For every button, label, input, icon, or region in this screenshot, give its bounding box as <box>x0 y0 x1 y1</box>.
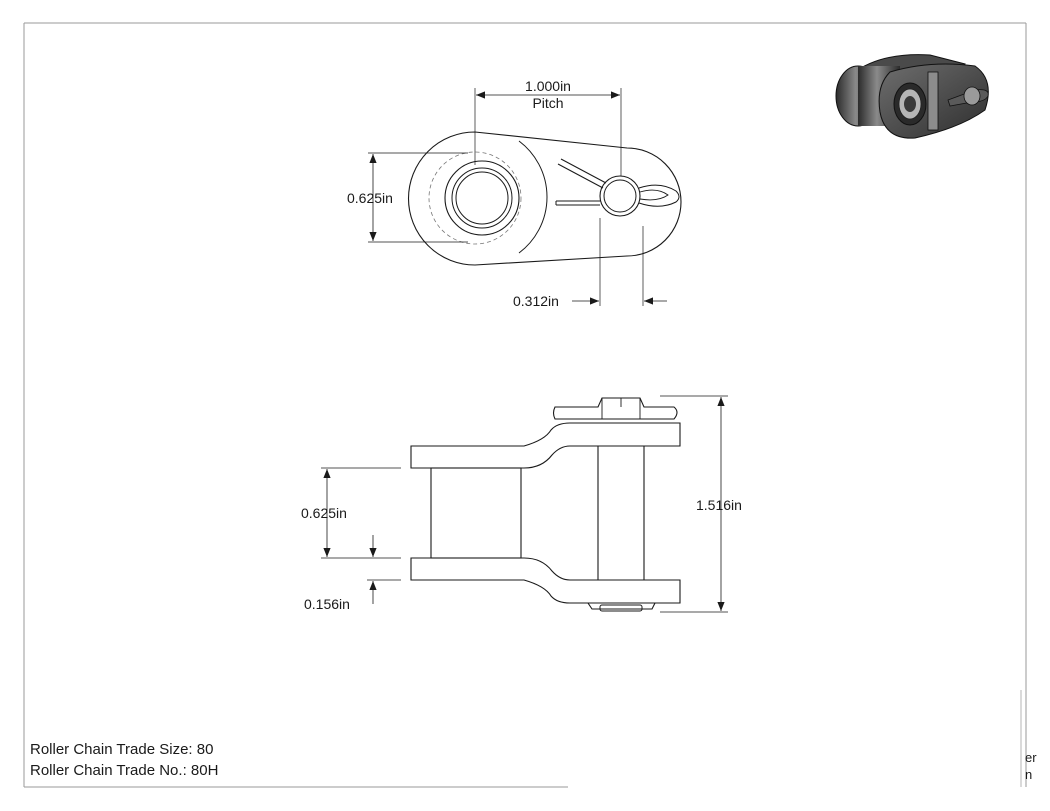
pitch-label: Pitch <box>532 95 563 111</box>
pitch-dimension <box>474 88 622 176</box>
plate-thickness-label: 0.156in <box>304 596 350 612</box>
plate-thickness-dimension <box>367 535 401 604</box>
top-view-link-plate <box>408 131 682 266</box>
offset-label: 0.312in <box>513 293 559 309</box>
roller-width-label: 0.625in <box>301 505 347 521</box>
roller-width-dimension <box>321 467 401 559</box>
side-view-link <box>410 397 681 612</box>
offset-dimension <box>572 218 667 306</box>
overall-width-dimension <box>660 395 728 613</box>
overall-width-label: 1.516in <box>696 497 742 513</box>
top-height-label: 0.625in <box>347 190 393 206</box>
trade-size-text: Roller Chain Trade Size: 80 <box>30 741 214 758</box>
title-block: Roller Chain Trade Size: 80 Roller Chain… <box>30 739 218 781</box>
edge-fragment-2: n <box>1025 767 1033 782</box>
top-height-dimension <box>368 152 468 243</box>
pitch-value-label: 1.000in <box>525 78 571 94</box>
sheet-frame <box>23 22 1027 788</box>
isometric-render-icon <box>835 54 989 139</box>
trade-no-text: Roller Chain Trade No.: 80H <box>30 762 219 779</box>
edge-fragment-1: er <box>1025 750 1037 765</box>
